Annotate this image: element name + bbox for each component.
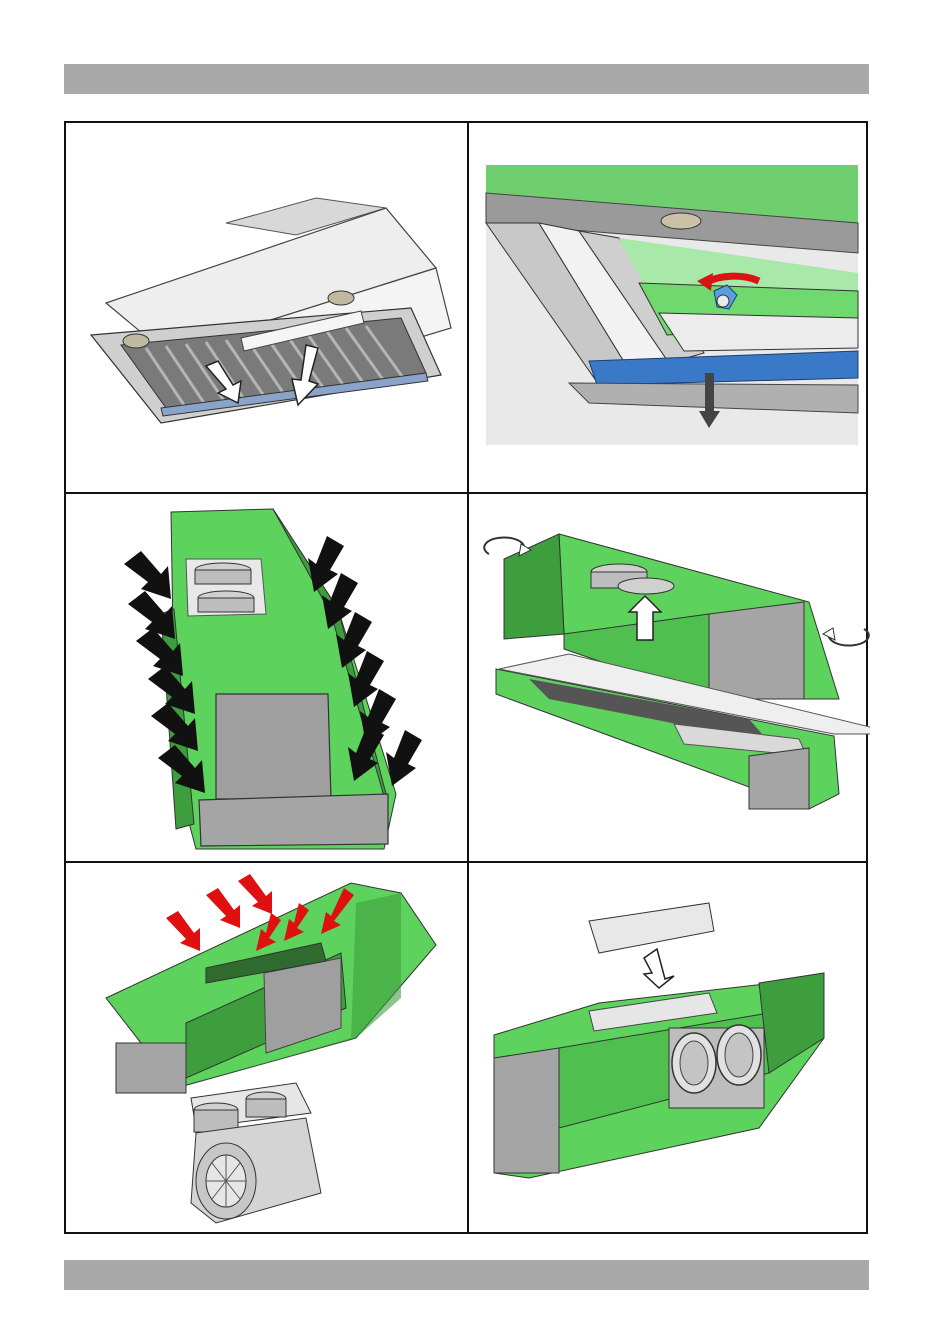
figure-hood-filters — [66, 123, 467, 492]
illustration-grid — [64, 121, 868, 1234]
figure-side-screws — [66, 494, 467, 861]
figure-lift-insert — [469, 494, 870, 861]
figure-filter-latch — [469, 123, 870, 492]
footer-bar — [64, 1260, 869, 1290]
figure-cover-plate — [469, 863, 870, 1234]
header-bar — [64, 64, 869, 94]
figure-access-panel-blower — [66, 863, 467, 1234]
